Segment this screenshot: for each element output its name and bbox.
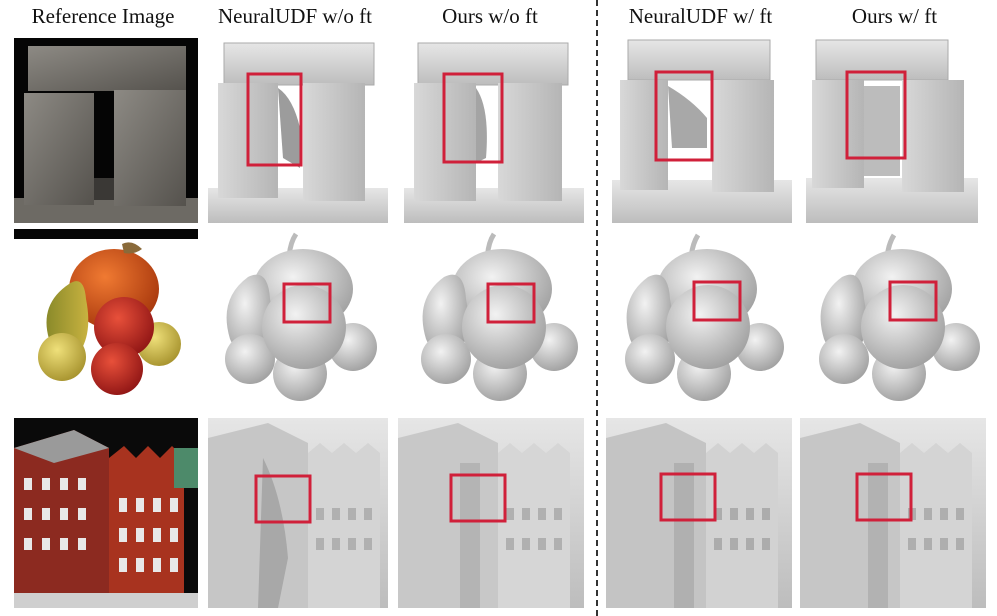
header-neuraludf-wo-ft: NeuralUDF w/o ft: [218, 4, 372, 28]
render-ours-w-ft-fruit: [806, 229, 986, 409]
render-ours-w-ft-stone: [806, 38, 986, 223]
header-reference-image: Reference Image: [31, 4, 175, 28]
header-ours-w-ft: Ours w/ ft: [851, 4, 938, 28]
render-neuraludf-wo-ft-fruit: [208, 229, 388, 409]
header-ours-wo-ft: Ours w/o ft: [442, 4, 538, 28]
render-neuraludf-w-ft-stone: [612, 38, 792, 223]
column-divider: [596, 0, 598, 616]
reference-image-stone: [14, 38, 198, 223]
render-neuraludf-w-ft-fruit: [612, 229, 792, 409]
reference-image-building: [14, 418, 198, 608]
render-ours-wo-ft-building: [398, 418, 584, 608]
render-neuraludf-wo-ft-stone: [208, 38, 388, 223]
render-neuraludf-wo-ft-building: [208, 418, 388, 608]
header-neuraludf-w-ft: NeuralUDF w/ ft: [628, 4, 773, 28]
render-ours-wo-ft-fruit: [404, 229, 584, 409]
render-ours-wo-ft-stone: [404, 38, 584, 223]
reference-image-fruit: [14, 229, 198, 409]
render-neuraludf-w-ft-building: [606, 418, 792, 608]
render-ours-w-ft-building: [800, 418, 986, 608]
